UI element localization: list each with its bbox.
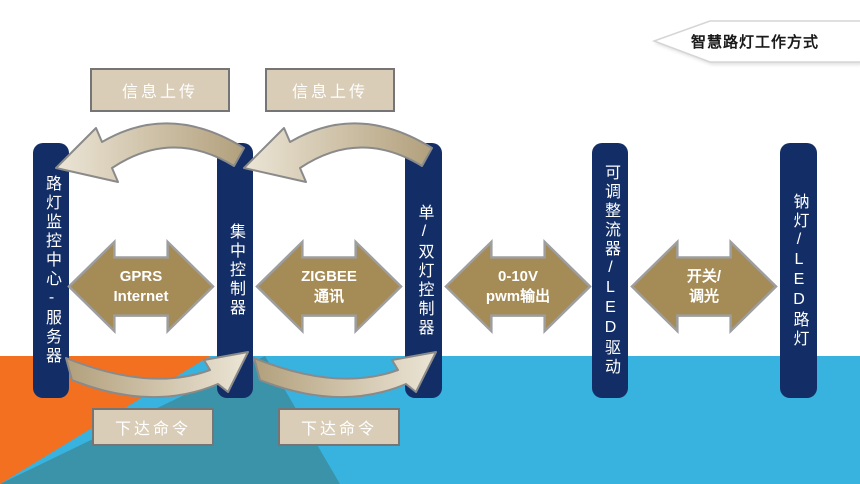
command-label-1: 下达命令 [114, 421, 191, 438]
upload-label-2: 信息上传 [291, 84, 368, 101]
flow-arrow-gprs-line1: GPRS [119, 268, 163, 285]
pillar-lamp-controller: 单/双灯控制器 [405, 143, 442, 398]
pillar-monitor-center-label: 路灯监控中心-服务器 [43, 175, 60, 366]
pillar-street-lamp: 钠灯/LED路灯 [780, 143, 817, 398]
flow-arrow-pwm: 0-10V pwm输出 [444, 238, 592, 335]
upload-label-box-1: 信息上传 [90, 68, 230, 112]
pillar-central-controller: 集中控制器 [217, 143, 253, 398]
double-arrow-icon [67, 238, 215, 335]
pillar-led-driver: 可调整流器/LED驱动 [592, 143, 628, 398]
flow-arrow-gprs-line2: Internet [113, 287, 169, 305]
pillar-lamp-controller-label: 单/双灯控制器 [415, 203, 433, 338]
upload-label-1: 信息上传 [121, 84, 198, 101]
command-label-2: 下达命令 [300, 421, 377, 438]
flow-arrow-gprs: GPRS Internet [67, 238, 215, 335]
pillar-monitor-center: 路灯监控中心-服务器 [33, 143, 69, 398]
upload-label-box-2: 信息上传 [265, 68, 395, 112]
double-arrow-icon [444, 238, 592, 335]
upload-curve-arrow-2 [243, 122, 433, 183]
flow-arrow-zigbee-line1: ZIGBEE [301, 268, 357, 285]
title-ribbon-chevron-icon [651, 20, 860, 63]
command-label-box-1: 下达命令 [92, 408, 214, 446]
pillar-street-lamp-label: 钠灯/LED路灯 [790, 192, 808, 349]
flow-arrow-zigbee: ZIGBEE 通讯 [255, 238, 403, 335]
command-label-box-2: 下达命令 [278, 408, 400, 446]
flow-arrow-switch-line2: 调光 [688, 287, 719, 305]
double-arrow-icon [255, 238, 403, 335]
flow-arrow-switch-dim: 开关/ 调光 [630, 238, 778, 335]
flow-arrow-pwm-line2: pwm输出 [485, 287, 551, 305]
page-title: 智慧路灯工作方式 [690, 33, 819, 51]
flow-arrow-zigbee-line2: 通讯 [313, 287, 344, 305]
pillar-central-controller-label: 集中控制器 [227, 223, 244, 318]
flow-arrow-pwm-line1: 0-10V [497, 268, 539, 285]
upload-curve-arrow-1 [55, 122, 245, 183]
pillar-led-driver-label: 可调整流器/LED驱动 [602, 164, 619, 377]
flow-arrow-switch-line1: 开关/ [686, 268, 722, 285]
double-arrow-icon [630, 238, 778, 335]
